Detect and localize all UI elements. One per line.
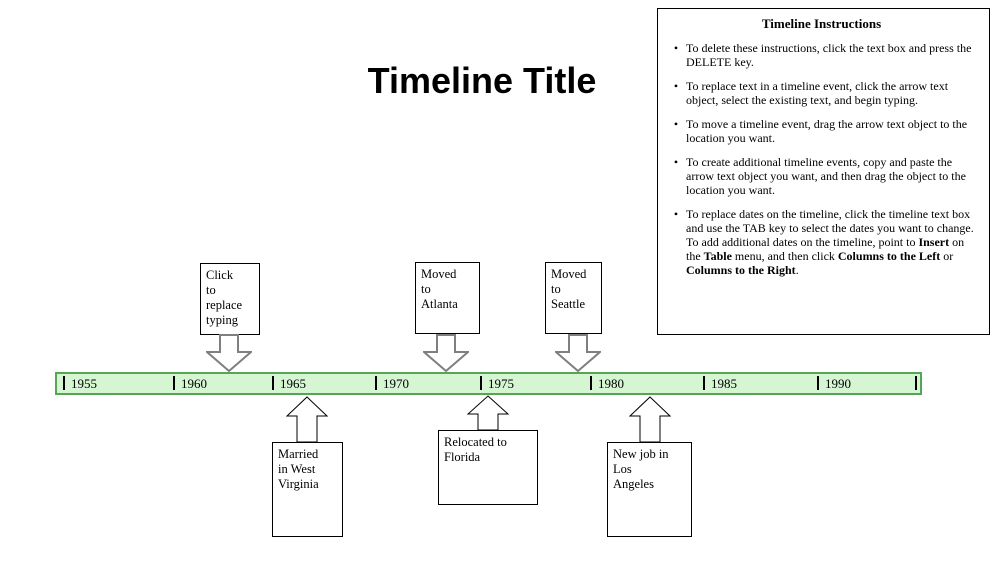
- event-box-new-job-los-angeles[interactable]: New job in Los Angeles: [607, 442, 692, 537]
- down-arrow-icon-moved-to-seattle[interactable]: [555, 334, 601, 372]
- bullet-dot-icon: •: [673, 79, 679, 93]
- instruction-bullet: • To move a timeline event, drag the arro…: [666, 117, 977, 145]
- instructions-box[interactable]: Timeline Instructions • To delete these i…: [657, 8, 990, 335]
- event-box-moved-to-seattle[interactable]: Moved to Seattle: [545, 262, 602, 334]
- event-box-replace-typing[interactable]: Click to replace typing: [200, 263, 260, 335]
- timeline-tick: [703, 376, 705, 390]
- timeline-year[interactable]: 1965: [280, 376, 306, 391]
- timeline-tick: [480, 376, 482, 390]
- timeline-tick: [173, 376, 175, 390]
- event-box-relocated-florida[interactable]: Relocated to Florida: [438, 430, 538, 505]
- timeline-year[interactable]: 1975: [488, 376, 514, 391]
- instruction-bullet: • To replace text in a timeline event, cl…: [666, 79, 977, 107]
- timeline-tick: [915, 376, 917, 390]
- timeline-year[interactable]: 1980: [598, 376, 624, 391]
- bullet-dot-icon: •: [673, 155, 679, 169]
- event-box-moved-to-atlanta[interactable]: Moved to Atlanta: [415, 262, 480, 334]
- timeline-tick: [590, 376, 592, 390]
- instruction-bullet-text: To replace text in a timeline event, cli…: [686, 79, 949, 107]
- instruction-bullet-text: To create additional timeline events, co…: [686, 155, 966, 197]
- instruction-bullet: • To create additional timeline events, c…: [666, 155, 977, 197]
- up-arrow-icon-married-west-virginia[interactable]: [286, 396, 328, 443]
- bullet-dot-icon: •: [673, 117, 679, 131]
- timeline-year[interactable]: 1985: [711, 376, 737, 391]
- instruction-bullet: • To delete these instructions, click the…: [666, 41, 977, 69]
- down-arrow-icon-moved-to-atlanta[interactable]: [423, 334, 469, 372]
- instructions-list: • To delete these instructions, click the…: [666, 41, 977, 277]
- timeline-year[interactable]: 1960: [181, 376, 207, 391]
- timeline-year[interactable]: 1970: [383, 376, 409, 391]
- instructions-title: Timeline Instructions: [761, 16, 882, 31]
- up-arrow-icon-new-job-los-angeles[interactable]: [629, 396, 671, 443]
- timeline-bar[interactable]: 1955 1960 1965 1970 1975 1980 1985 1990: [55, 372, 922, 395]
- instruction-bullet-text: To move a timeline event, drag the arrow…: [686, 117, 968, 145]
- event-box-married-west-virginia[interactable]: Married in West Virginia: [272, 442, 343, 537]
- bullet-dot-icon: •: [673, 41, 679, 55]
- timeline-tick: [375, 376, 377, 390]
- up-arrow-icon-relocated-florida[interactable]: [467, 395, 509, 431]
- page-title[interactable]: Timeline Title: [367, 60, 597, 101]
- instruction-bullet: • To replace dates on the timeline, click…: [666, 207, 977, 277]
- down-arrow-icon-replace-typing[interactable]: [206, 334, 252, 372]
- timeline-tick: [63, 376, 65, 390]
- instruction-bullet-text: To delete these instructions, click the …: [686, 41, 972, 69]
- instruction-bullet-text: To replace dates on the timeline, click …: [686, 207, 974, 277]
- timeline-tick: [817, 376, 819, 390]
- timeline-tick: [272, 376, 274, 390]
- bullet-dot-icon: •: [673, 207, 679, 221]
- timeline-year[interactable]: 1990: [825, 376, 851, 391]
- timeline-year[interactable]: 1955: [71, 376, 97, 391]
